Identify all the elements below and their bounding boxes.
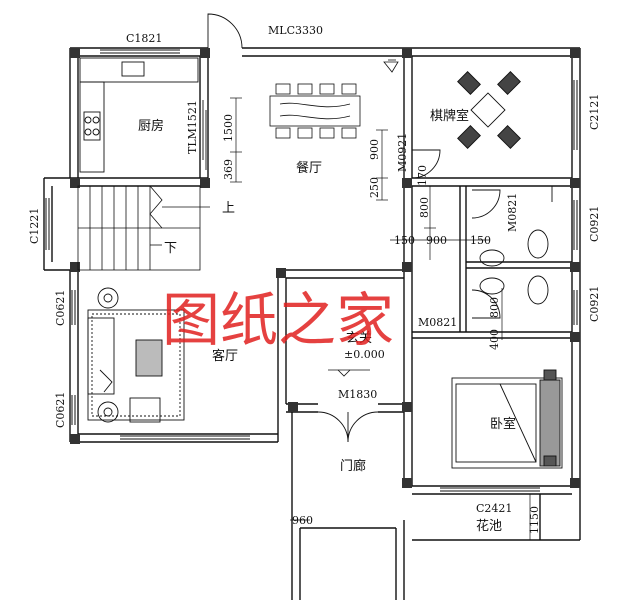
code-bath-window-upper: C0921 bbox=[588, 206, 601, 242]
level-marker bbox=[328, 59, 399, 377]
code-chess-door: M0921 bbox=[396, 133, 409, 172]
code-chess-window: C2121 bbox=[588, 94, 601, 130]
stairs bbox=[77, 185, 210, 271]
dim-250: 250 bbox=[368, 177, 381, 198]
dim-400: 400 bbox=[488, 329, 501, 350]
chess-table bbox=[457, 71, 521, 149]
label-living: 客厅 bbox=[212, 348, 238, 364]
label-elevation: ±0.000 bbox=[344, 348, 385, 361]
code-bath-window-lower: C0921 bbox=[588, 286, 601, 322]
dim-150-left: 150 bbox=[394, 234, 415, 247]
dim-800-upper: 800 bbox=[418, 197, 431, 218]
bathroom-fixtures bbox=[479, 186, 553, 305]
columns bbox=[70, 48, 580, 488]
kitchen-fixtures bbox=[79, 57, 199, 173]
room-labels: 厨房 餐厅 棋牌室 客厅 玄关 ±0.000 门廊 卧室 花池 上 下 bbox=[138, 108, 516, 534]
dim-170: 170 bbox=[416, 165, 429, 186]
code-sliding-door: TLM1521 bbox=[186, 100, 199, 154]
code-living-window-upper: C0621 bbox=[54, 290, 67, 326]
label-stairs-up: 上 bbox=[222, 201, 235, 216]
code-bath-door-upper: M0821 bbox=[506, 193, 519, 232]
dim-800-lower: 800 bbox=[488, 297, 501, 318]
label-chess-room: 棋牌室 bbox=[430, 108, 469, 124]
dim-900-mid: 900 bbox=[426, 234, 447, 247]
bed bbox=[451, 369, 563, 469]
doors bbox=[202, 13, 501, 443]
label-bedroom: 卧室 bbox=[490, 416, 516, 432]
opening-codes: C1821 MLC3330 C2121 TLM1521 M0921 C1221 … bbox=[28, 24, 601, 515]
dim-150-right: 150 bbox=[470, 234, 491, 247]
label-porch: 门廊 bbox=[340, 458, 366, 474]
code-bath-door-lower: M0821 bbox=[418, 316, 457, 329]
label-kitchen: 厨房 bbox=[138, 118, 164, 134]
walls bbox=[43, 47, 581, 600]
label-foyer: 玄关 bbox=[346, 331, 372, 346]
label-stairs-down: 下 bbox=[164, 241, 177, 256]
watermark: 图纸之家 bbox=[162, 286, 394, 354]
code-stair-window: C1221 bbox=[28, 208, 41, 244]
label-dining: 餐厅 bbox=[296, 160, 322, 176]
dim-900-left: 900 bbox=[368, 139, 381, 160]
code-living-window-lower: C0621 bbox=[54, 392, 67, 428]
windows bbox=[45, 49, 578, 492]
dim-1500: 1500 bbox=[222, 114, 235, 142]
label-flower-bed: 花池 bbox=[476, 518, 502, 534]
code-dining-door: MLC3330 bbox=[268, 24, 323, 37]
dim-960: 960 bbox=[292, 514, 313, 527]
code-bed-window: C2421 bbox=[476, 502, 512, 515]
dimension-labels: 1500 369 900 250 170 800 150 900 150 800… bbox=[222, 114, 541, 534]
dining-table bbox=[269, 83, 361, 139]
code-entry-door: M1830 bbox=[338, 388, 377, 401]
dim-1150: 1150 bbox=[528, 506, 541, 534]
dimension-lines bbox=[230, 97, 531, 540]
dim-369: 369 bbox=[222, 159, 235, 180]
code-kitchen-window: C1821 bbox=[126, 32, 162, 45]
sofa-set bbox=[87, 287, 185, 423]
